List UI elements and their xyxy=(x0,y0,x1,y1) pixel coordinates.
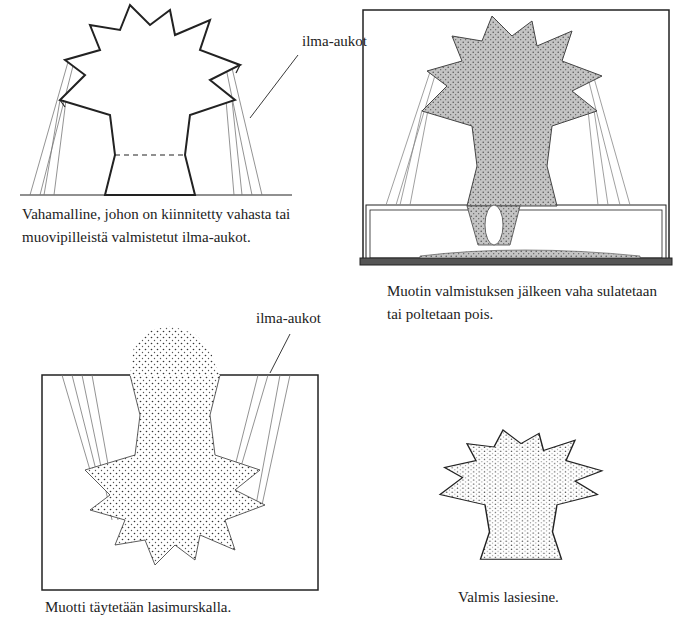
caption: Muotin valmistuksen jälkeen vaha sulatet… xyxy=(387,280,672,326)
callout-label: ilma-aukot xyxy=(256,307,321,330)
caption: Vahamalline, johon on kiinnitetty vahast… xyxy=(22,203,322,249)
glass-object xyxy=(440,430,602,559)
filled-mould xyxy=(42,326,318,590)
wax-model xyxy=(20,5,298,195)
caption: Valmis lasiesine. xyxy=(458,586,559,609)
callout-label: ilma-aukot xyxy=(302,30,367,53)
mould xyxy=(360,10,672,265)
caption: Muotti täytetään lasimurskalla. xyxy=(45,596,231,619)
